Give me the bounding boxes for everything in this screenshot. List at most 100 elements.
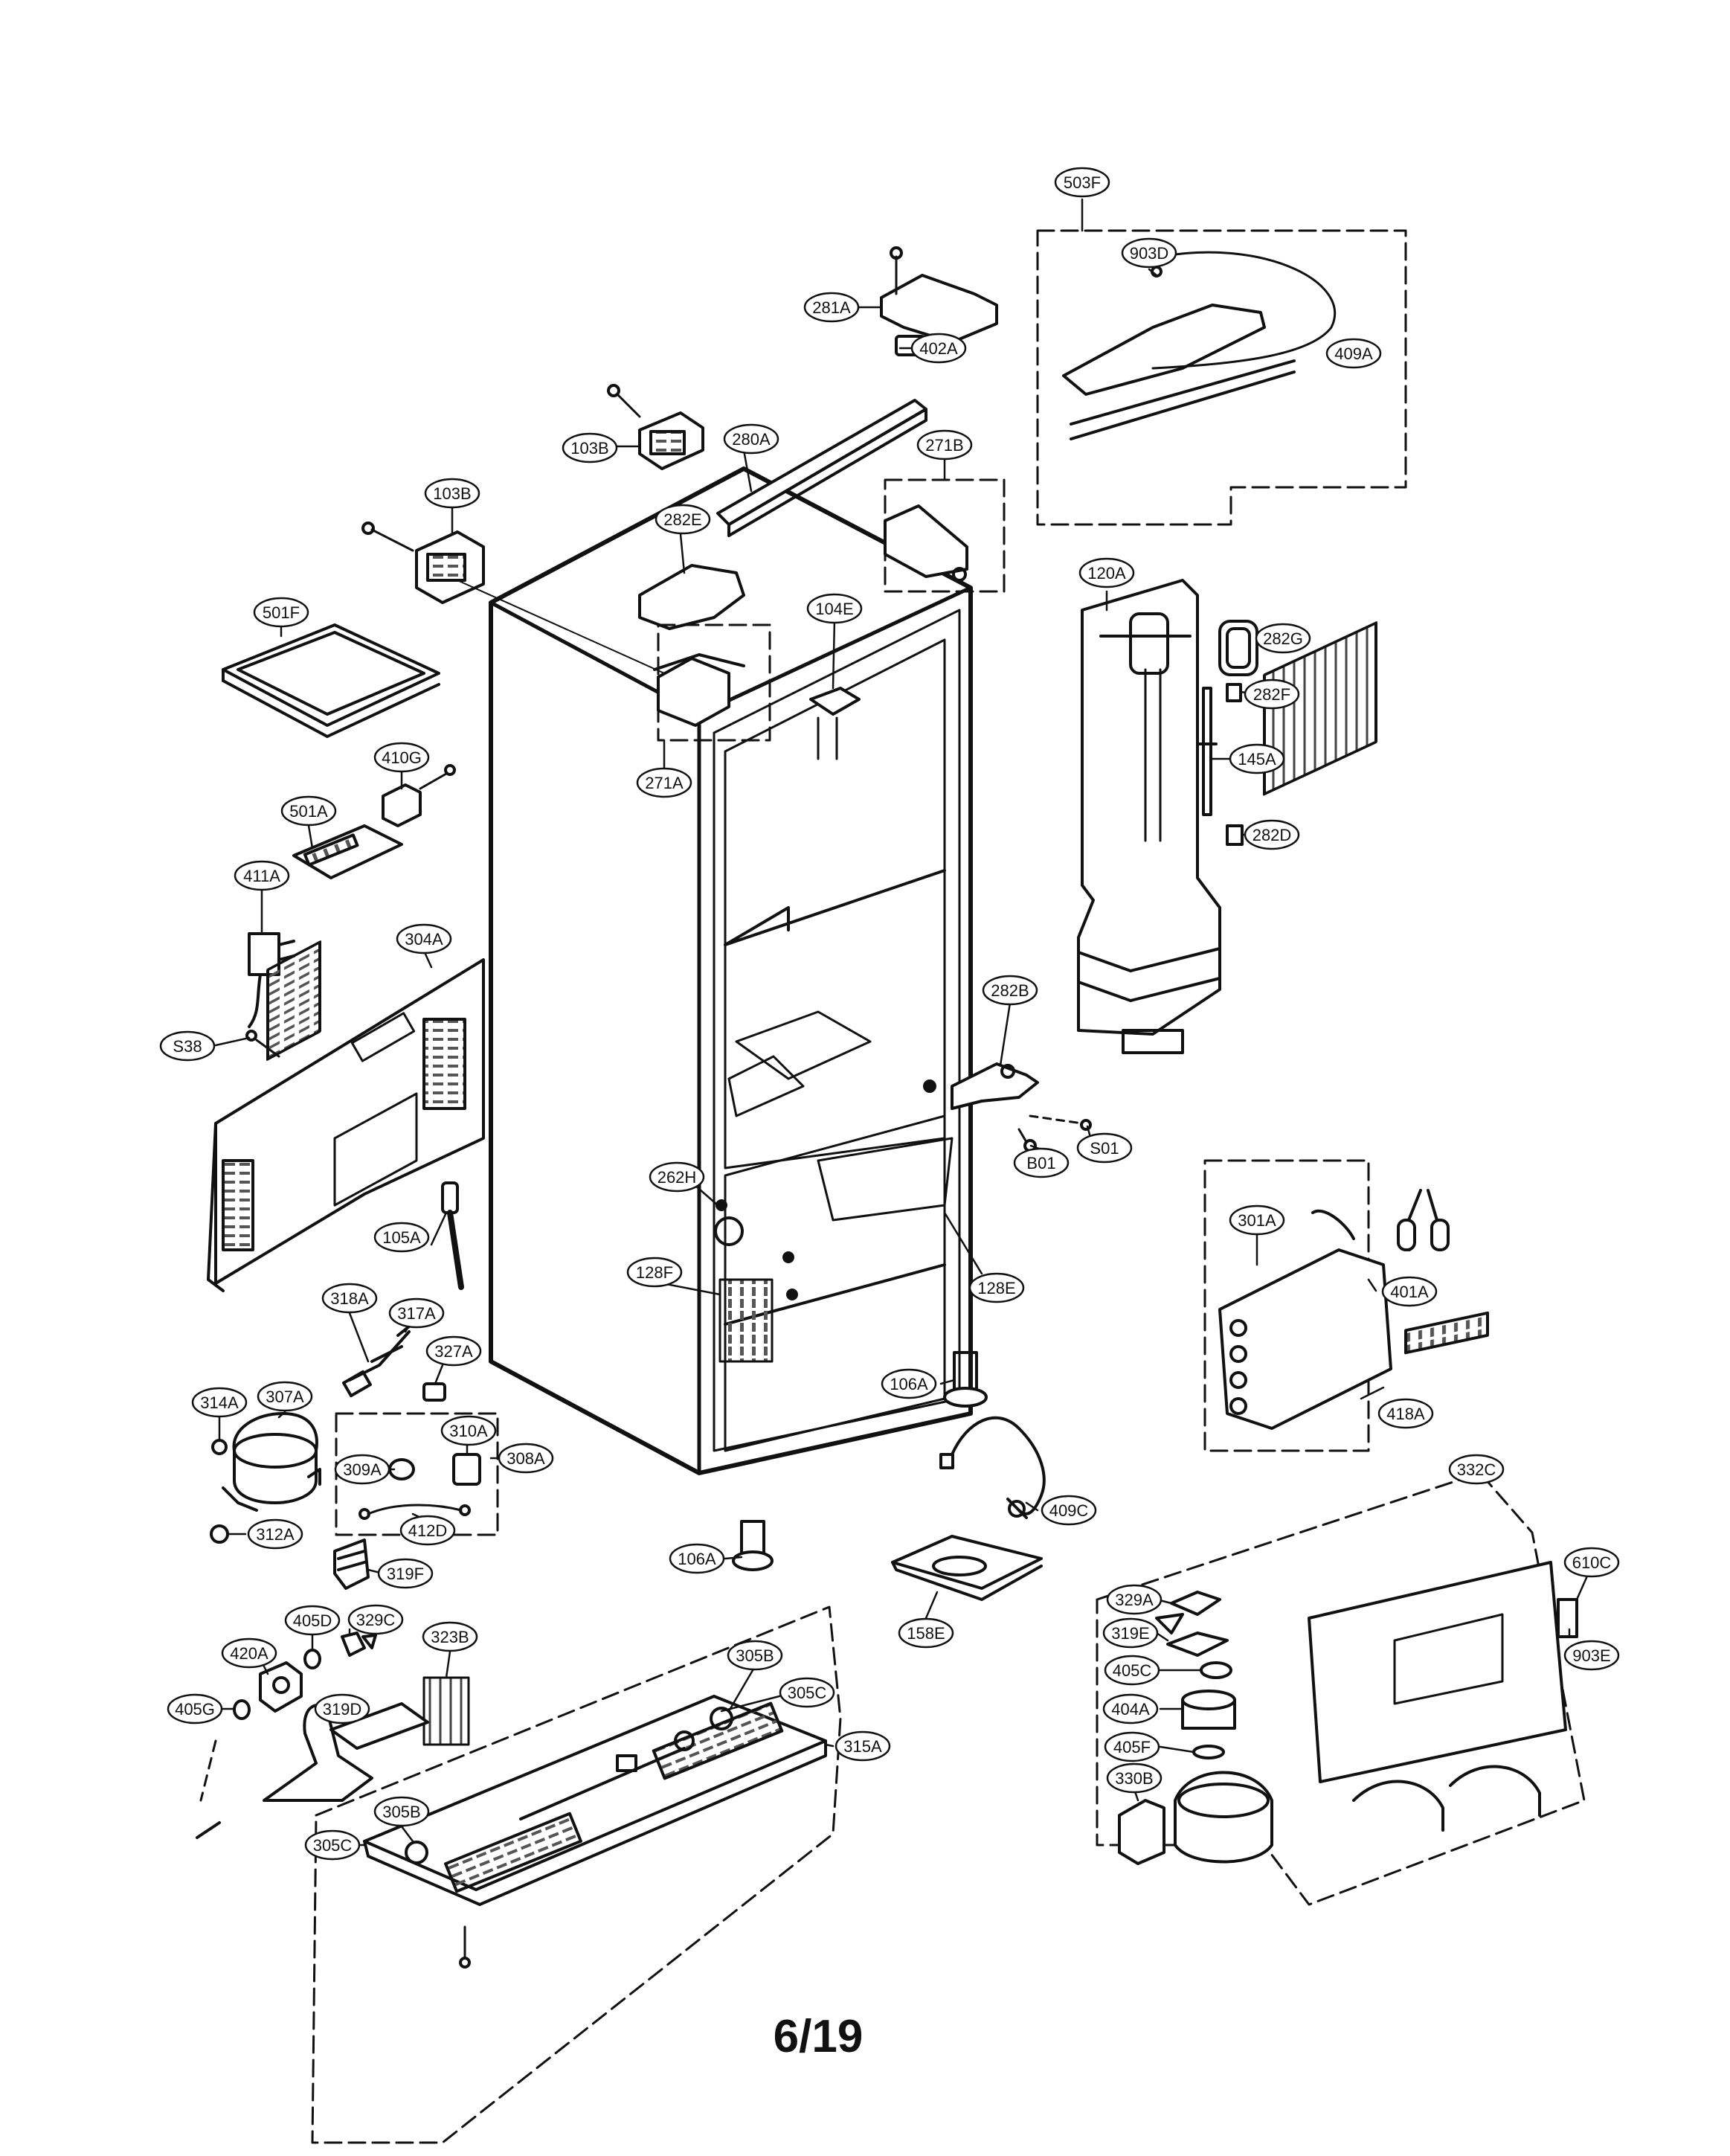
callout-bubble [1448, 1454, 1505, 1485]
callout-bubble [727, 1640, 783, 1671]
callout-text: 312A [256, 1525, 295, 1544]
condenser-323B [422, 1676, 470, 1746]
callout-bubble [399, 1515, 456, 1546]
callout-bubble [1229, 743, 1285, 774]
callout-text: 903E [1572, 1646, 1610, 1665]
callout-bubble [1102, 1617, 1159, 1649]
callout-text: 318A [330, 1289, 369, 1308]
callout-text: 104E [815, 600, 853, 618]
callout-309a: 309A [334, 1454, 390, 1485]
callout-text: 329C [356, 1611, 396, 1629]
callout-104e: 104E [806, 593, 863, 624]
callout-bubble [1104, 1655, 1160, 1686]
callout-bubble [347, 1604, 404, 1635]
callout-b01: B01 [1013, 1147, 1070, 1178]
callout-bubble [835, 1730, 891, 1762]
panel-304A [207, 940, 485, 1292]
callout-text: 317A [397, 1304, 436, 1323]
hinge-282E [638, 564, 771, 742]
callout-text: 330B [1115, 1769, 1153, 1788]
callout-text: 158E [907, 1624, 945, 1643]
callout-text: 120A [1087, 564, 1126, 583]
callout-329c: 329C [347, 1604, 404, 1635]
callout-319f: 319F [377, 1558, 434, 1589]
tray-501F [222, 623, 440, 738]
callout-405d: 405D [284, 1605, 341, 1636]
callout-bubble [1102, 1693, 1159, 1725]
board-501A [292, 824, 403, 879]
callout-271b: 271B [916, 429, 973, 461]
callout-bubble [636, 767, 692, 798]
callout-307a: 307A [257, 1381, 313, 1412]
callout-bubble [440, 1415, 497, 1446]
callout-text: 401A [1390, 1283, 1429, 1301]
callout-bubble [881, 1368, 937, 1399]
callout-317a: 317A [388, 1297, 445, 1329]
block-103B-top [607, 384, 704, 470]
callout-bubble [562, 432, 618, 463]
motor-420A [259, 1661, 303, 1713]
hinge-282B [951, 1062, 1092, 1152]
callout-text: 305B [382, 1803, 420, 1821]
callout-bubble [396, 923, 452, 955]
callout-text: 282D [1253, 826, 1292, 844]
page-number: 6/19 [774, 2011, 864, 2062]
callout-text: 308A [507, 1449, 545, 1468]
evaporator-301A [1203, 621, 1392, 1452]
callout-103b-top: 103B [562, 432, 618, 463]
part-319F [333, 1539, 370, 1590]
callout-327a: 327A [425, 1335, 482, 1367]
cable-409C [939, 1416, 1046, 1519]
callout-text: 332C [1457, 1460, 1496, 1479]
callout-501f: 501F [253, 597, 309, 628]
foot-106A-a [943, 1351, 988, 1408]
callout-text: 271A [645, 774, 684, 792]
callout-bubble [1121, 237, 1177, 269]
callout-314a: 314A [191, 1387, 248, 1418]
callout-text: 128F [636, 1263, 673, 1282]
callout-bubble [649, 1161, 705, 1193]
callout-128e: 128E [968, 1272, 1025, 1303]
callout-bubble [284, 1605, 341, 1636]
callout-bubble [1244, 678, 1300, 710]
callout-bubble [1381, 1276, 1438, 1307]
callout-305c-t: 305C [779, 1677, 835, 1708]
callout-158e: 158E [898, 1617, 954, 1649]
callout-bubble [1563, 1640, 1620, 1671]
callout-text: 405C [1113, 1661, 1152, 1680]
callout-318a: 318A [321, 1283, 378, 1314]
callout-310a: 310A [440, 1415, 497, 1446]
callout-319d: 319D [314, 1693, 370, 1725]
callout-s38: S38 [159, 1030, 216, 1062]
callout-text: 282F [1253, 685, 1290, 704]
fan-motor-330B [1118, 1771, 1273, 1865]
callout-bubble [159, 1030, 216, 1062]
cover-281A [880, 246, 998, 356]
callout-bubble [779, 1677, 835, 1708]
callout-text: 411A [243, 867, 280, 885]
callout-305c-b: 305C [304, 1829, 361, 1861]
callout-903e: 903E [1563, 1640, 1620, 1671]
callout-bubble [314, 1693, 370, 1725]
part-104E [809, 687, 861, 760]
callout-145a: 145A [1229, 743, 1285, 774]
callout-text: 405D [293, 1611, 332, 1630]
callout-323b: 323B [422, 1621, 478, 1652]
callout-103b-left: 103B [424, 478, 480, 509]
callout-282f: 282F [1244, 678, 1300, 710]
callout-305b-b: 305B [373, 1796, 430, 1827]
callout-bubble [1106, 1762, 1163, 1794]
callout-text: 103B [433, 484, 471, 503]
callout-332c: 332C [1448, 1454, 1505, 1485]
callout-308a: 308A [498, 1443, 554, 1474]
callout-text: 310A [449, 1422, 488, 1440]
fan-parts-329A-405F [1155, 1591, 1236, 1759]
callout-text: 404A [1111, 1700, 1150, 1719]
callout-501a: 501A [280, 795, 337, 827]
callout-text: 105A [382, 1228, 421, 1247]
callout-text: 319F [387, 1565, 424, 1583]
callout-106a-a: 106A [881, 1368, 937, 1399]
callout-s01: S01 [1076, 1132, 1133, 1164]
callout-text: 903D [1130, 244, 1169, 263]
callout-text: 128E [977, 1279, 1015, 1297]
